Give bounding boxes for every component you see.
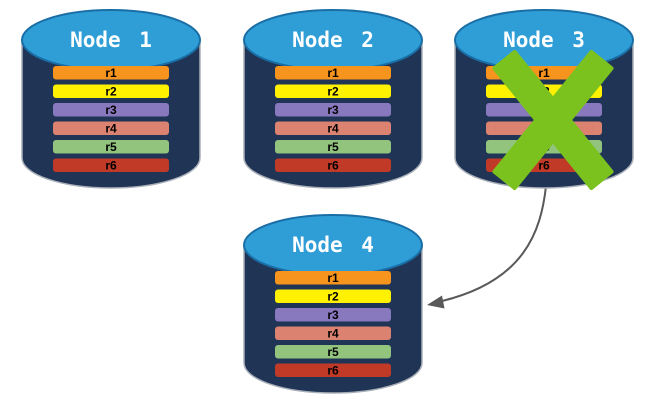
failover-arrowhead-icon [427, 295, 445, 309]
row-bar [53, 121, 169, 135]
row-label: r6 [327, 159, 339, 173]
row-label: r5 [327, 345, 339, 359]
x-bar [492, 49, 614, 191]
row-bar [275, 84, 391, 98]
row-bar [275, 289, 391, 303]
row-label: r1 [327, 271, 339, 285]
row-bar [275, 158, 391, 172]
row-label: r2 [327, 290, 339, 304]
row-label: r6 [105, 159, 117, 173]
failover-arrow-curve [441, 185, 547, 302]
node-title: Node 4 [292, 233, 374, 257]
row-bar [53, 140, 169, 154]
row-label: r4 [105, 122, 117, 136]
row-label: r3 [327, 103, 339, 117]
node-title: Node 3 [503, 28, 585, 52]
node-2-cylinder: Node 2 r1 r2 r3 r4 r5 r6 [243, 9, 423, 189]
node-1-cylinder: Node 1 r1 r2 r3 r4 r5 r6 [21, 9, 201, 189]
row-bar [275, 103, 391, 117]
row-bar [275, 121, 391, 135]
row-bar [275, 326, 391, 340]
row-label: r6 [538, 159, 550, 173]
row-list: r1 r2 r3 r4 r5 r6 [53, 66, 169, 173]
row-label: r1 [327, 66, 339, 80]
node-title: Node 1 [70, 28, 152, 52]
row-label: r3 [105, 103, 117, 117]
row-list: r1 r2 r3 r4 r5 r6 [275, 66, 391, 173]
row-label: r2 [105, 85, 117, 99]
node-4-cylinder: Node 4 r1 r2 r3 r4 r5 r6 [243, 214, 423, 394]
row-bar [275, 140, 391, 154]
row-label: r1 [105, 66, 117, 80]
row-label: r2 [327, 85, 339, 99]
row-label: r3 [327, 308, 339, 322]
row-label: r5 [327, 140, 339, 154]
row-bar [275, 66, 391, 80]
row-bar [53, 66, 169, 80]
row-label: r6 [327, 364, 339, 378]
row-list: r1 r2 r3 r4 r5 r6 [275, 271, 391, 378]
row-bar [275, 308, 391, 322]
row-bar [275, 345, 391, 359]
row-bar [275, 271, 391, 285]
node-title: Node 2 [292, 28, 374, 52]
row-bar [53, 158, 169, 172]
row-label: r5 [105, 140, 117, 154]
row-bar [53, 103, 169, 117]
row-bar [53, 84, 169, 98]
row-bar [275, 363, 391, 377]
row-label: r1 [538, 66, 550, 80]
row-label: r4 [327, 122, 339, 136]
row-label: r4 [327, 327, 339, 341]
failed-x-icon [492, 49, 614, 191]
failover-arrow [427, 185, 547, 309]
